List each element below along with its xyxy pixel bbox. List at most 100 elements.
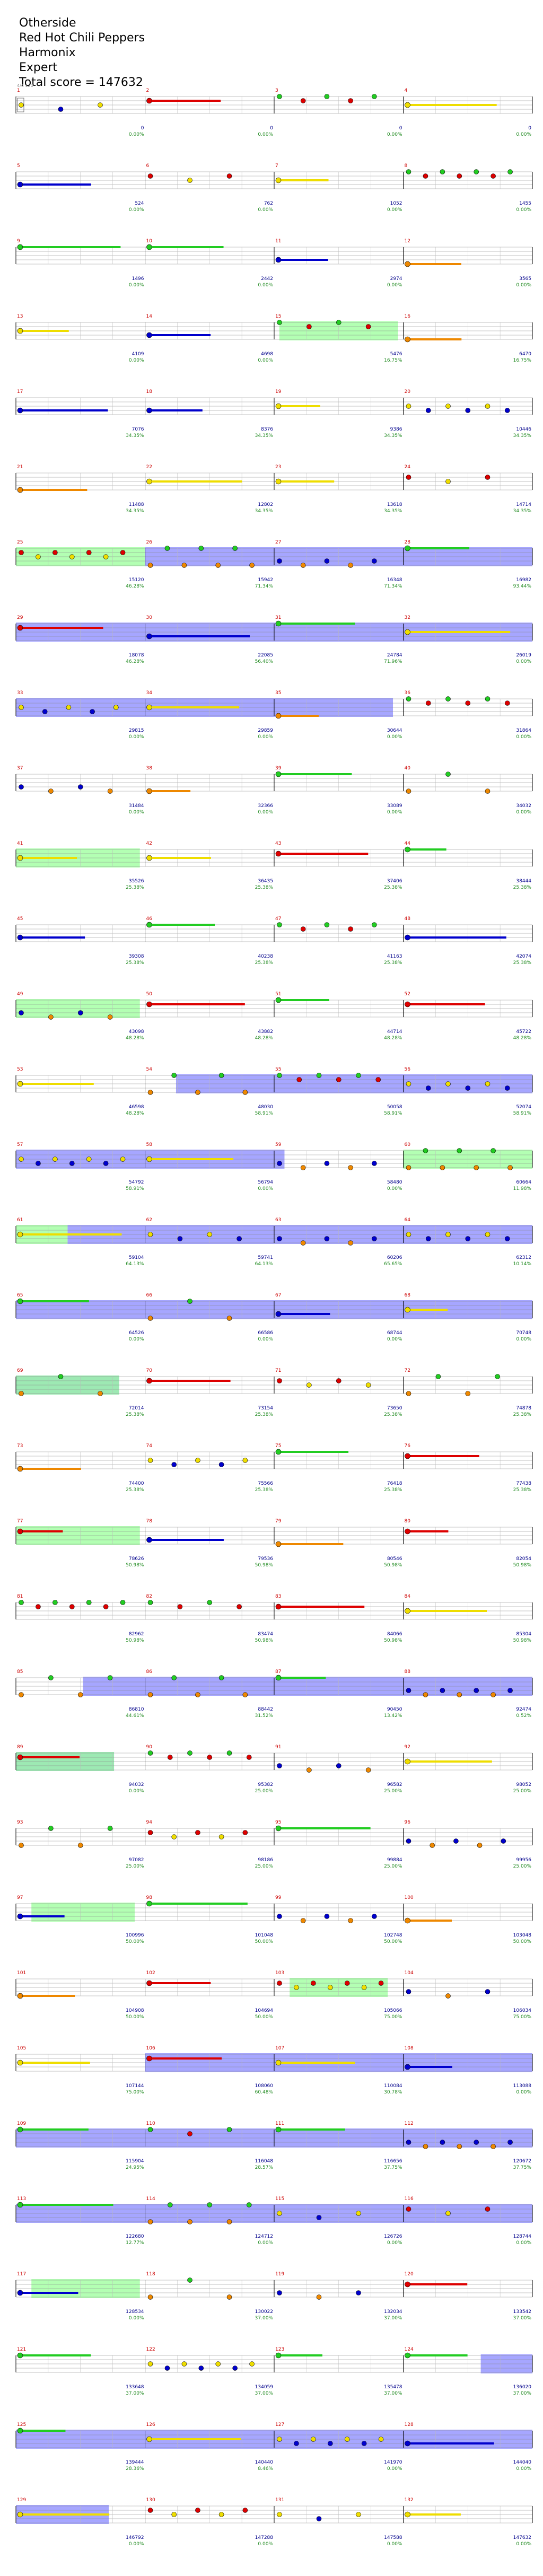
gem-icon [406,696,411,702]
percent-label: 75.00% [513,2014,532,2020]
gem-icon [465,1391,471,1396]
gem-icon [306,324,312,329]
score-label: 80546 [387,1556,402,1562]
gem-icon [406,1989,411,1994]
gem-icon [164,546,170,551]
percent-label: 0.00% [387,2542,402,2547]
percent-label: 25.38% [126,960,144,966]
measure-number: 10 [146,239,153,244]
measure-number: 14 [146,314,153,319]
percent-label: 34.35% [126,509,144,514]
percent-label: 25.38% [513,885,532,890]
gem-icon [181,2361,187,2367]
gem-icon [423,2144,428,2149]
score-label: 15120 [129,577,144,583]
gem-icon [277,1981,282,1986]
measure-number: 106 [146,2046,155,2051]
score-label: 74878 [516,1406,531,1411]
gem-icon [406,1391,411,1396]
percent-label: 25.00% [384,1864,402,1869]
measure-number: 27 [275,540,281,545]
measure-number: 83 [275,1594,281,1599]
score-label: 54792 [129,1180,144,1185]
measure-number: 17 [17,389,23,395]
gem-icon [465,1236,471,1241]
gem-icon [187,2219,192,2224]
measure-number: 21 [17,465,23,470]
percent-label: 37.00% [384,2391,402,2396]
score-label: 44714 [387,1029,402,1035]
percent-label: 34.35% [126,433,144,439]
gem-icon [324,1161,330,1166]
percent-label: 11.98% [513,1186,532,1191]
measure-number: 132 [405,2498,414,2503]
measure-number: 87 [275,1669,281,1675]
gem-icon [457,173,462,179]
gem-icon [147,173,153,179]
gem-icon [77,1010,83,1015]
score-label: 94032 [129,1782,144,1788]
measure-number: 65 [17,1293,23,1298]
measure-number: 123 [275,2347,284,2352]
score-label: 88442 [258,1707,273,1712]
score-label: 102748 [384,1933,402,1938]
gem-icon [17,407,23,414]
score-label: 96582 [387,1782,402,1788]
percent-label: 46.28% [126,584,144,589]
measure-number: 64 [405,1217,411,1223]
gem-icon [226,173,232,179]
gem-icon [17,244,23,250]
gem-icon [405,1001,410,1007]
score-label: 24784 [387,653,402,658]
measure-number: 37 [17,766,23,771]
tempo-label: 4/4 120 [17,83,33,88]
percent-label: 37.00% [255,2316,274,2321]
score-label: 120672 [513,2159,531,2164]
score-label: 29815 [129,728,144,733]
gem-icon [348,1240,353,1246]
gem-icon [215,2361,221,2367]
score-label: 99956 [516,1857,531,1863]
percent-label: 0.00% [516,132,531,137]
gem-icon [485,1081,491,1087]
gem-icon [103,1161,109,1166]
gem-icon [423,1148,428,1153]
measure-number: 34 [146,690,153,696]
score-label: 4109 [132,352,144,357]
gem-icon [17,2202,23,2208]
score-label: 78626 [129,1556,144,1562]
measure-number: 61 [17,1217,23,1223]
gem-icon [445,1993,451,1999]
gem-icon [327,1985,333,1990]
score-label: 39308 [129,954,144,959]
gem-icon [405,629,410,635]
gem-icon [36,1604,41,1609]
percent-label: 0.00% [516,207,531,213]
gem-icon [77,784,83,790]
gem-icon [465,700,471,706]
score-label: 147288 [255,2535,274,2540]
gem-icon [146,1980,152,1986]
gem-icon [19,1692,24,1697]
gem-icon [356,1073,361,1078]
gem-icon [171,1675,177,1680]
gem-icon [17,1754,23,1760]
percent-label: 50.98% [255,1563,274,1568]
score-label: 97082 [129,1857,144,1863]
percent-label: 0.00% [516,659,531,664]
measure-number: 126 [146,2422,155,2428]
score-label: 14714 [516,502,531,507]
percent-label: 0.00% [258,2240,273,2246]
measure-number: 68 [405,1293,411,1298]
gem-icon [445,404,451,409]
percent-label: 50.98% [126,1563,144,1568]
measure-number: 58 [146,1142,153,1147]
percent-label: 25.38% [255,1412,274,1417]
gem-icon [430,1843,435,1848]
gem-icon [98,1391,103,1396]
gem-icon [445,1081,451,1087]
measure-number: 41 [17,841,23,846]
score-label: 36435 [258,879,273,884]
score-label: 77438 [516,1481,531,1486]
gem-icon [69,554,75,559]
